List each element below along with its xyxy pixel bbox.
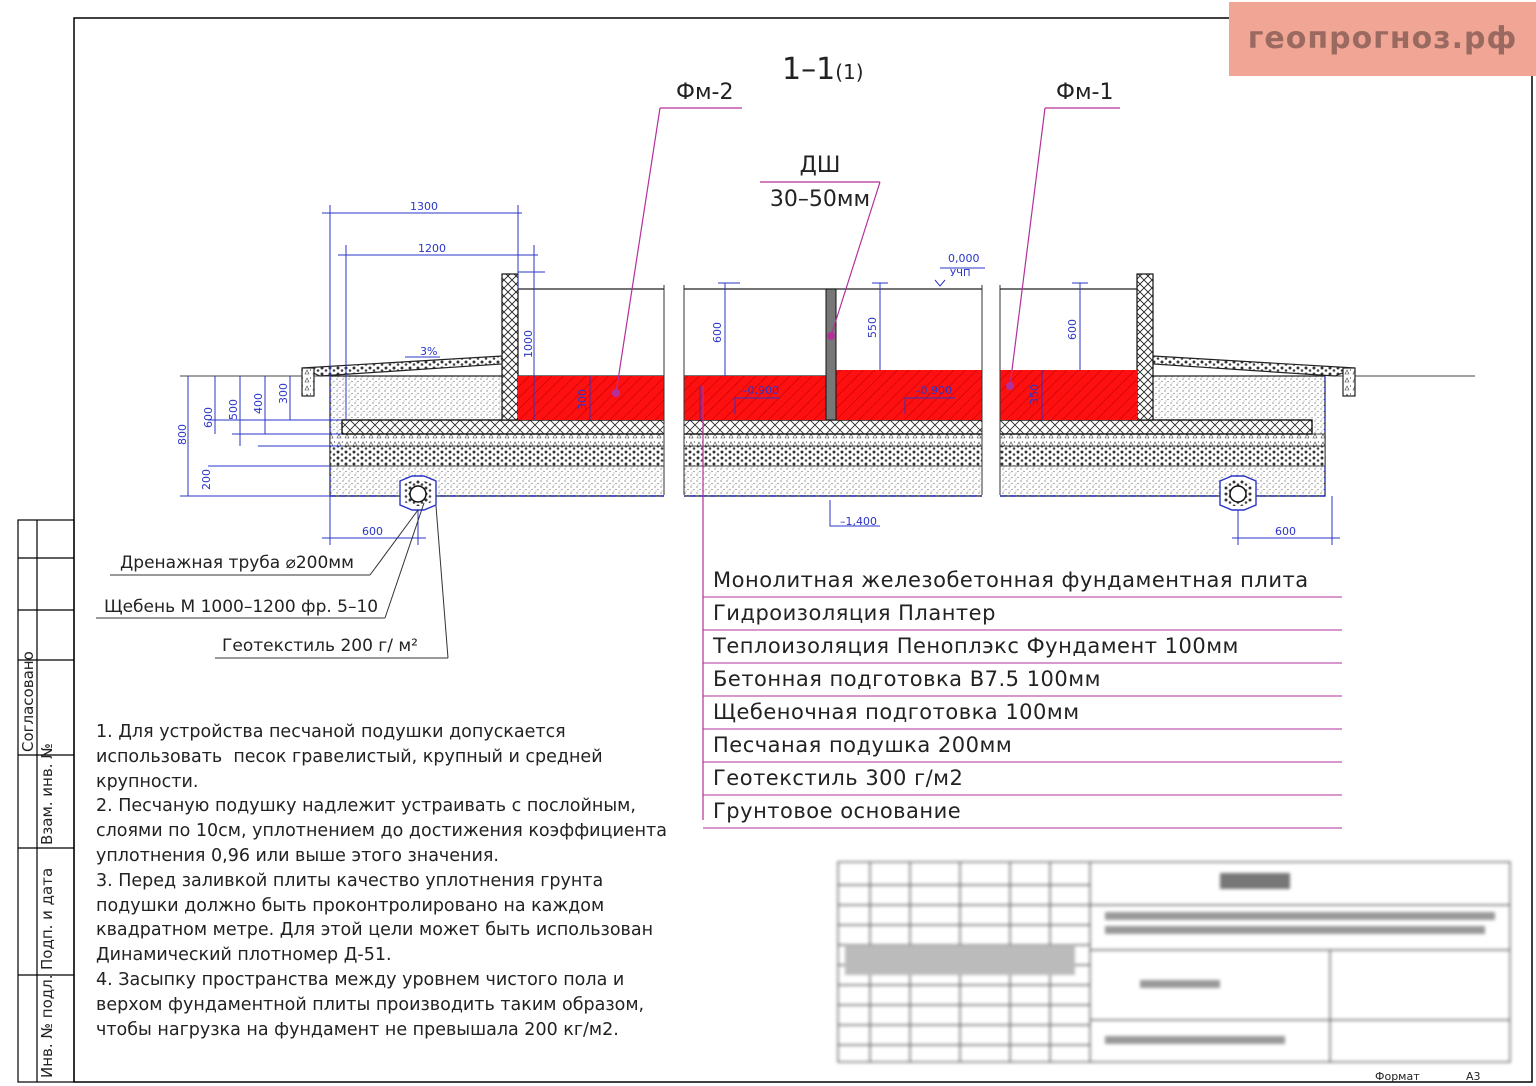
stamp-soglasovano: Согласовано <box>19 651 37 752</box>
break-lines <box>663 280 1001 500</box>
level-900-a: –0,900 <box>742 384 779 397</box>
dim-500: 500 <box>227 399 240 420</box>
legend-lines <box>703 596 1342 829</box>
dim-600-right: 600 <box>1275 525 1296 538</box>
drain-pipe-left <box>399 475 437 511</box>
legend-item-5: Щебеночная подготовка 100мм <box>713 700 1080 724</box>
dim-600-left: 600 <box>362 525 383 538</box>
dim-1300: 1300 <box>410 200 438 213</box>
drain-pipe-right <box>1219 475 1257 511</box>
format-value: А3 <box>1466 1070 1481 1083</box>
concrete-prep-layer <box>329 433 1326 447</box>
joint-label-1: ДШ <box>799 153 841 178</box>
slope-label: 3% <box>420 345 438 358</box>
side-stamp <box>17 519 75 1083</box>
dimension-lines <box>180 205 1340 545</box>
level-900-b: –0,900 <box>915 384 952 397</box>
dim-400: 400 <box>252 393 265 414</box>
notes-text: 1. Для устройства песчаной подушки допус… <box>96 722 667 1040</box>
section-title-main: 1–1 <box>782 52 836 87</box>
dim-300-b: 300 <box>576 389 589 410</box>
dim-600-b: 600 <box>1066 319 1079 340</box>
tag-fm2: Фм-2 <box>676 80 734 105</box>
dim-300-a: 300 <box>277 383 290 404</box>
legend-item-3: Теплоизоляция Пеноплэкс Фундамент 100мм <box>713 634 1239 658</box>
title-block <box>837 861 1511 1063</box>
legend-item-1: Монолитная железобетонная фундаментная п… <box>713 568 1309 592</box>
dim-200: 200 <box>200 469 213 490</box>
label-gravel: Щебень М 1000–1200 фр. 5–10 <box>104 597 379 617</box>
stamp-podp-data: Подп. и дата <box>38 867 56 970</box>
section-title: 1–1(1) <box>782 52 864 87</box>
dim-600-a: 600 <box>711 322 724 343</box>
dim-1000: 1000 <box>522 330 535 358</box>
label-drain-pipe: Дренажная труба ⌀200мм <box>120 553 354 573</box>
joint-label-2: 30–50мм <box>769 187 871 212</box>
dim-800: 800 <box>176 424 189 445</box>
legend-item-6: Песчаная подушка 200мм <box>713 733 1013 757</box>
label-leaders <box>96 502 449 659</box>
blind-area <box>301 355 1356 397</box>
wall-left <box>501 273 519 421</box>
watermark: геопрогноз.рф <box>1229 2 1536 76</box>
red-backfill <box>518 370 1137 420</box>
level-1400: –1,400 <box>840 515 877 528</box>
dim-600-c: 600 <box>202 407 215 428</box>
level-ucp: УЧП <box>950 268 971 279</box>
foundation-slab <box>341 419 1313 435</box>
dim-350: 350 <box>1028 384 1041 405</box>
dim-1200: 1200 <box>418 242 446 255</box>
leaders <box>615 107 1120 820</box>
legend-item-4: Бетонная подготовка В7.5 100мм <box>713 667 1101 691</box>
legend-item-8: Грунтовое основание <box>713 799 962 823</box>
gravel-layer <box>329 445 1326 467</box>
format-label: Формат <box>1375 1070 1420 1083</box>
label-geotextile: Геотекстиль 200 г/ м² <box>222 636 418 656</box>
tag-fm1: Фм-1 <box>1056 80 1114 105</box>
deformation-joint <box>825 288 837 421</box>
level-zero: 0,000 <box>948 252 980 265</box>
stamp-inv-podl: Инв. № подл. <box>38 974 56 1078</box>
legend-item-7: Геотекстиль 300 г/м2 <box>713 766 964 790</box>
legend-item-2: Гидроизоляция Плантер <box>713 601 996 625</box>
stamp-vzam-inv: Взам. инв. № <box>38 743 56 845</box>
wall-right <box>1136 273 1154 421</box>
section-title-suffix: (1) <box>835 60 864 84</box>
dim-550: 550 <box>866 317 879 338</box>
